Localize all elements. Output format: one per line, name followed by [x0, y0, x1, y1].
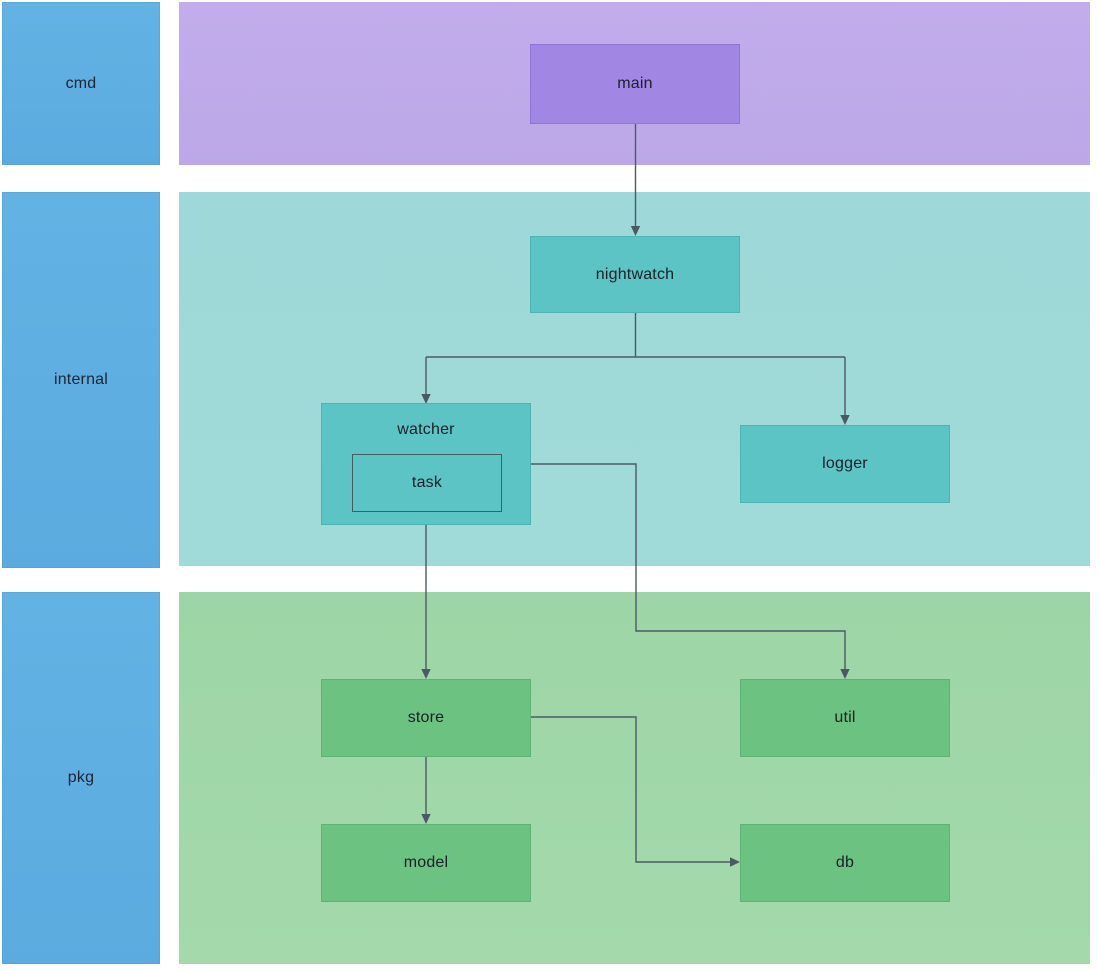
node-nightwatch[interactable]: nightwatch: [530, 236, 740, 313]
lane-label-pkg[interactable]: pkg: [2, 592, 160, 964]
lane-label-internal[interactable]: internal: [2, 192, 160, 568]
node-main[interactable]: main: [530, 44, 740, 124]
node-db[interactable]: db: [740, 824, 950, 902]
node-model-label: model: [403, 854, 449, 871]
node-model[interactable]: model: [321, 824, 531, 902]
node-store-label: store: [407, 709, 445, 726]
node-store[interactable]: store: [321, 679, 531, 757]
lane-label-internal-text: internal: [53, 371, 109, 388]
node-util[interactable]: util: [740, 679, 950, 757]
node-watcher[interactable]: watcher task: [321, 403, 531, 525]
node-util-label: util: [834, 709, 856, 726]
node-logger-label: logger: [822, 455, 868, 472]
node-task-label: task: [411, 474, 443, 491]
node-logger[interactable]: logger: [740, 425, 950, 503]
lane-label-pkg-text: pkg: [67, 769, 95, 786]
lane-label-cmd-text: cmd: [65, 74, 97, 92]
band-pkg: [179, 592, 1090, 964]
node-task[interactable]: task: [352, 454, 502, 512]
lane-label-cmd[interactable]: cmd: [2, 2, 160, 165]
node-main-label: main: [617, 75, 653, 92]
node-db-label: db: [835, 854, 855, 871]
node-watcher-label: watcher: [397, 421, 455, 438]
node-nightwatch-label: nightwatch: [595, 265, 675, 283]
